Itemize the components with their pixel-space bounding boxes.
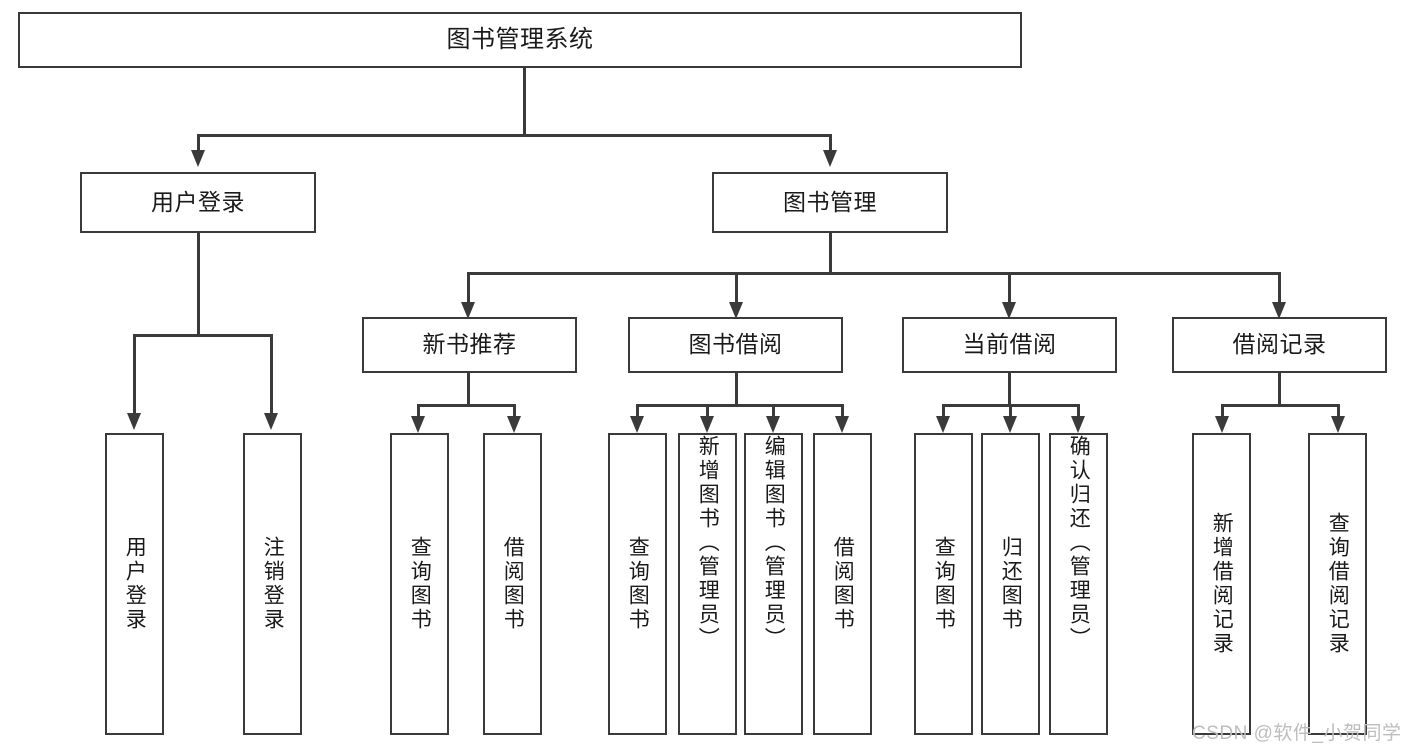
node-book-borrow-label: 图书借阅 xyxy=(688,331,783,358)
arrow-cb-to-leaf2 xyxy=(1003,416,1017,433)
connector-br-to-leaf2 xyxy=(1337,404,1340,422)
leaf-add-record-label: 新增借阅记录 xyxy=(1210,512,1234,656)
arrow-root-to-user-login xyxy=(191,150,205,167)
arrow-user-login-to-leaf1 xyxy=(127,413,141,430)
connector-bookborrow-stem xyxy=(735,373,738,406)
connector-cb-to-leaf3 xyxy=(1077,404,1080,422)
arrow-bm-to-currentborrow xyxy=(1002,302,1016,319)
leaf-user-login[interactable]: 用户登录 xyxy=(105,433,164,735)
connector-borrowrecord-bus xyxy=(1221,404,1339,407)
arrow-cb-to-leaf3 xyxy=(1071,416,1085,433)
leaf-query-book-1-label: 查询图书 xyxy=(408,536,432,632)
connector-borrowrecord-stem xyxy=(1278,373,1281,406)
node-new-book-recommend-label: 新书推荐 xyxy=(422,331,517,358)
arrow-bb-to-leaf3 xyxy=(766,416,780,433)
connector-newbook-to-leaf2 xyxy=(513,404,516,422)
connector-newbook-stem xyxy=(467,373,470,406)
leaf-query-book-2-label: 查询图书 xyxy=(626,536,650,632)
connector-user-login-to-leaf1 xyxy=(133,334,136,419)
arrow-newbook-to-leaf2 xyxy=(507,416,521,433)
arrow-br-to-leaf1 xyxy=(1215,416,1229,433)
leaf-borrow-book-1[interactable]: 借阅图书 xyxy=(483,433,542,735)
connector-root-bus xyxy=(197,134,831,137)
connector-bm-to-borrowrecord xyxy=(1278,272,1281,308)
arrow-root-to-book-manage xyxy=(823,150,837,167)
connector-newbook-bus xyxy=(417,404,516,407)
leaf-query-book-2[interactable]: 查询图书 xyxy=(608,433,667,735)
connector-user-login-stem xyxy=(197,233,200,336)
connector-root-to-book-manage xyxy=(829,134,832,162)
leaf-query-book-3[interactable]: 查询图书 xyxy=(914,433,973,735)
connector-br-to-leaf1 xyxy=(1221,404,1224,422)
arrow-user-login-to-leaf2 xyxy=(264,413,278,430)
node-user-login[interactable]: 用户登录 xyxy=(80,172,316,233)
connector-cb-to-leaf2 xyxy=(1009,404,1012,422)
node-new-book-recommend[interactable]: 新书推荐 xyxy=(362,317,577,373)
node-borrow-record-label: 借阅记录 xyxy=(1232,331,1327,358)
leaf-query-book-1[interactable]: 查询图书 xyxy=(390,433,449,735)
node-borrow-record[interactable]: 借阅记录 xyxy=(1172,317,1387,373)
connector-bm-to-newbook xyxy=(467,272,470,308)
connector-user-login-bus xyxy=(133,334,271,337)
connector-root-to-user-login xyxy=(197,134,200,162)
arrow-bb-to-leaf1 xyxy=(630,416,644,433)
node-book-borrow[interactable]: 图书借阅 xyxy=(628,317,843,373)
leaf-add-book[interactable]: 新增图书（管理员） xyxy=(678,433,737,735)
connector-newbook-to-leaf1 xyxy=(417,404,420,422)
leaf-logout-label: 注销登录 xyxy=(261,536,285,632)
leaf-add-book-label: 新增图书（管理员） xyxy=(696,435,720,651)
leaf-edit-book[interactable]: 编辑图书（管理员） xyxy=(744,433,803,735)
leaf-logout[interactable]: 注销登录 xyxy=(243,433,302,735)
connector-bb-to-leaf2 xyxy=(706,404,709,422)
node-current-borrow[interactable]: 当前借阅 xyxy=(902,317,1117,373)
leaf-query-record-label: 查询借阅记录 xyxy=(1326,512,1350,656)
arrow-bb-to-leaf2 xyxy=(700,416,714,433)
leaf-return-book[interactable]: 归还图书 xyxy=(981,433,1040,735)
arrow-cb-to-leaf1 xyxy=(936,416,950,433)
connector-bookborrow-bus xyxy=(636,404,843,407)
arrow-newbook-to-leaf1 xyxy=(411,416,425,433)
leaf-return-book-label: 归还图书 xyxy=(999,536,1023,632)
connector-user-login-to-leaf2 xyxy=(270,334,273,419)
node-current-borrow-label: 当前借阅 xyxy=(962,331,1057,358)
connector-bb-to-leaf4 xyxy=(841,404,844,422)
arrow-bm-to-bookborrow xyxy=(729,302,743,319)
leaf-edit-book-label: 编辑图书（管理员） xyxy=(762,435,786,651)
leaf-query-record[interactable]: 查询借阅记录 xyxy=(1308,433,1367,735)
csdn-watermark: CSDN @软件_小贺同学 xyxy=(1192,723,1402,744)
connector-bb-to-leaf3 xyxy=(772,404,775,422)
leaf-borrow-book-2[interactable]: 借阅图书 xyxy=(813,433,872,735)
leaf-add-record[interactable]: 新增借阅记录 xyxy=(1192,433,1251,735)
leaf-query-book-3-label: 查询图书 xyxy=(932,536,956,632)
node-root[interactable]: 图书管理系统 xyxy=(18,12,1022,68)
leaf-borrow-book-2-label: 借阅图书 xyxy=(831,536,855,632)
connector-root-stem xyxy=(523,68,526,136)
connector-book-manage-bus xyxy=(467,272,1280,275)
node-book-manage[interactable]: 图书管理 xyxy=(712,172,948,233)
leaf-confirm-return[interactable]: 确认归还（管理员） xyxy=(1049,433,1108,735)
arrow-bm-to-newbook xyxy=(461,302,475,319)
node-root-label: 图书管理系统 xyxy=(446,25,594,53)
node-book-manage-label: 图书管理 xyxy=(783,188,877,215)
connector-bb-to-leaf1 xyxy=(636,404,639,422)
connector-bm-to-currentborrow xyxy=(1008,272,1011,308)
arrow-bb-to-leaf4 xyxy=(835,416,849,433)
connector-bm-to-bookborrow xyxy=(735,272,738,308)
node-user-login-label: 用户登录 xyxy=(151,188,245,215)
connector-book-manage-stem xyxy=(829,233,832,274)
connector-cb-to-leaf1 xyxy=(942,404,945,422)
leaf-borrow-book-1-label: 借阅图书 xyxy=(501,536,525,632)
arrow-bm-to-borrowrecord xyxy=(1272,302,1286,319)
arrow-br-to-leaf2 xyxy=(1331,416,1345,433)
leaf-confirm-return-label: 确认归还（管理员） xyxy=(1067,435,1091,651)
leaf-user-login-label: 用户登录 xyxy=(123,536,147,632)
connector-currentborrow-stem xyxy=(1008,373,1011,406)
